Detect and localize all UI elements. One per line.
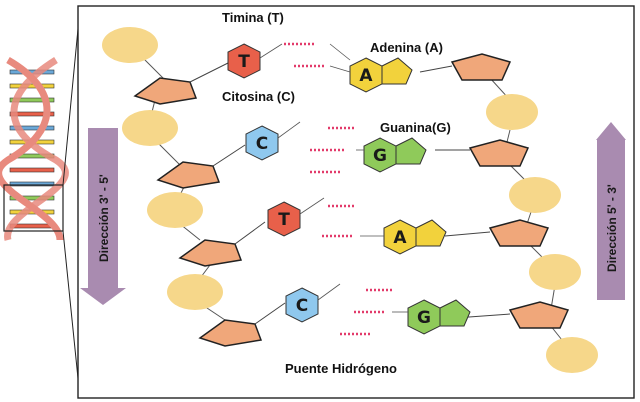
base-letter-a: A (359, 66, 373, 86)
phosphate (122, 110, 178, 146)
thymine-ring (227, 43, 261, 79)
phosphate (167, 274, 223, 310)
adenine-label: Adenina (A) (370, 40, 443, 55)
guanine-rings (407, 299, 471, 335)
cytosine-ring (245, 125, 279, 161)
hydrogen-bonds (284, 42, 392, 336)
sugar (178, 239, 243, 267)
base-letter-t: T (278, 210, 290, 230)
phosphate (102, 27, 158, 63)
guanine-rings (363, 137, 427, 173)
direction-arrow-right: Dirección 5' - 3' (596, 122, 626, 300)
sugar (450, 53, 512, 81)
right-backbone (450, 53, 598, 373)
base-letter-g: G (373, 146, 387, 166)
helix-thumbnail (0, 7, 81, 399)
direction-left-label: Dirección 3' - 5' (97, 174, 111, 262)
phosphate (546, 337, 598, 373)
sugar (468, 139, 530, 167)
thymine-ring (267, 201, 301, 237)
base-pair-4: C G (285, 287, 471, 335)
base-letter-c: C (296, 296, 308, 316)
base-pair-1: T A (227, 43, 413, 93)
sugar (198, 319, 263, 347)
phosphate (147, 192, 203, 228)
phosphate (529, 254, 581, 290)
base-letter-c: C (256, 134, 268, 154)
adenine-rings (349, 57, 413, 93)
sugar (133, 77, 198, 105)
cytosine-ring (285, 287, 319, 323)
left-backbone (102, 27, 263, 347)
base-letter-g: G (417, 308, 431, 328)
base-pair-3: T A (267, 201, 447, 255)
base-pair-2: C G (245, 125, 427, 173)
adenine-rings (383, 219, 447, 255)
sugar (488, 219, 550, 247)
cytosine-label: Citosina (C) (222, 89, 295, 104)
thymine-label: Timina (T) (222, 10, 284, 25)
sugar (156, 161, 221, 189)
direction-right-label: Dirección 5' - 3' (605, 184, 619, 272)
base-letter-a: A (393, 228, 407, 248)
phosphate (509, 177, 561, 213)
guanine-label: Guanina(G) (380, 120, 451, 135)
direction-arrow-left: Dirección 3' - 5' (80, 128, 126, 305)
base-letter-t: T (238, 52, 250, 72)
phosphate (486, 94, 538, 130)
hydrogen-bond-label: Puente Hidrógeno (285, 361, 397, 376)
sugar (508, 301, 570, 329)
